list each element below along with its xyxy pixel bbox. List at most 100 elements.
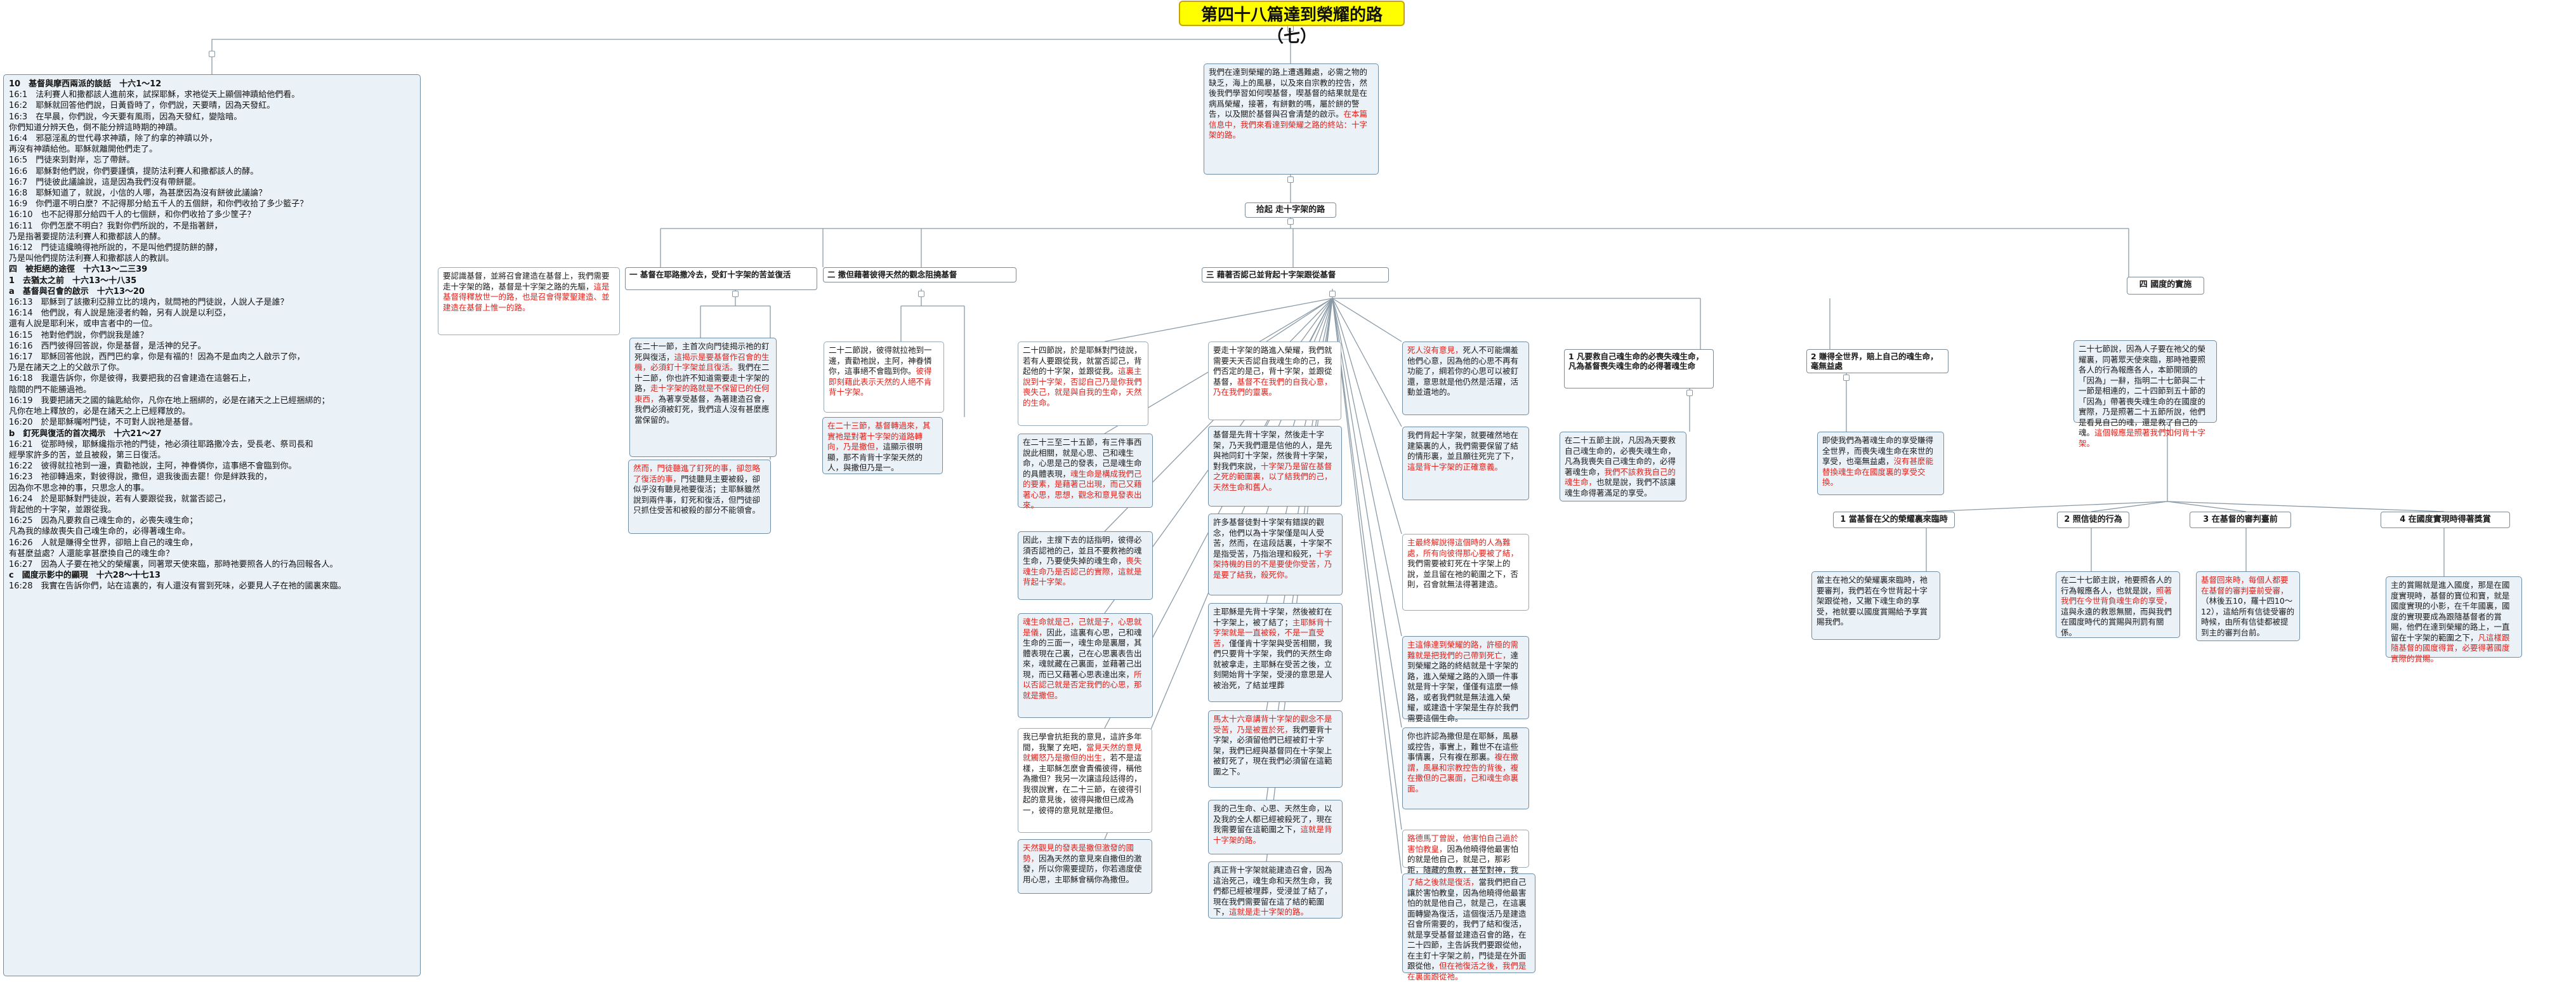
node-verse-27[interactable]: 二十七節說，因為人子要在祂父的榮耀裏，同著眾天使來臨，那時祂要照各人的行為報應各…	[2073, 340, 2217, 448]
node-gain-world-loss[interactable]: 即使我們為著魂生命的享受賺得全世界，而喪失魂生命在來世的享受，也毫無益處，沒有甚…	[1817, 432, 1944, 495]
node-text-segment: 若不是這樣，主耶穌怎麼會責備彼得，稱他為撒但？我另一次讓這段話得的，我很說實，在…	[1023, 753, 1142, 815]
collapse-toggle-f3[interactable]	[2164, 424, 2171, 430]
heading-go-jerusalem[interactable]: 一 基督在耶路撒冷去，受釘十字架的苦並復活	[625, 267, 817, 290]
node-dead-no-opinion[interactable]: 死人沒有意見，死人不可能爛羞他們心意，因為他的心思不再有功能了，綱若你的心思可以…	[1402, 342, 1529, 415]
intro-node[interactable]: 我們在達到榮耀的路上遭遇難處，必需之物的缺乏，海上的風暴，以及來自宗教的控告，然…	[1204, 63, 1379, 175]
node-christ-bore-cross[interactable]: 基督是先背十字架，然後走十字架，乃天我們還是信他的人，是先與祂同釘十字架，然後背…	[1208, 426, 1342, 507]
cross-path-node[interactable]: 拾起 走十字架的路	[1245, 202, 1336, 218]
collapse-toggle-h2[interactable]	[918, 291, 924, 297]
passage-line: 16:7 門徒彼此議論說，這是因為我們沒有帶餅罷。	[9, 177, 201, 187]
collapse-toggle-f1[interactable]	[1686, 390, 1693, 396]
node-text-segment: 為著享受基督，為著建造召會，我們必須被釘死，我們這人沒有甚麼應當保留的。	[634, 394, 770, 425]
passage-line: 再沒有神蹟給他。耶穌就離開他們走了。	[9, 145, 158, 155]
node-text-segment: 喪失魂生命乃是否認己的實際，這就是背起十字架。	[1023, 556, 1142, 587]
heading-save-soul-life[interactable]: 1 凡要救自己魂生命的必喪失魂生命，凡為基督喪失魂生命的必得著魂生命	[1564, 349, 1714, 388]
node-text-segment: 二十二節說，彼得就拉祂到一邊，責勸祂說，主阿，神眷憐你，這事絕不會臨到你。	[829, 345, 932, 376]
collapse-toggle-intro[interactable]	[1287, 176, 1294, 183]
node-reject-opinion[interactable]: 我已學會抗拒我的意見，這許多年間，我聚了充吧，當見天然的意見就觸怒乃是撒但的出生…	[1018, 728, 1152, 833]
node-natural-opinion[interactable]: 天然觀見的發表是撒但激發的國勢，因為天然的意見來自撒但的激發，所以你需要提防，你…	[1018, 839, 1152, 894]
passage-line: 16:9 你們還不明白麼？不記得那分給五千人的五個餅，和你們收拾了多少籃子？	[9, 199, 308, 209]
heading-gain-whole-world[interactable]: 2 賺得全世界，賠上自己的魂生命，毫無益處	[1806, 349, 1948, 373]
passage-line: 16:10 也不記得那分給四千人的七個餅，和你們收拾了多少筐子？	[9, 210, 256, 220]
node-text-segment: 在二十三節，基督轉過來，	[827, 421, 923, 430]
heading-glory-coming[interactable]: 1 當基督在父的榮耀裏來臨時	[1833, 512, 1955, 528]
heading-satan-peter[interactable]: 二 撒但藉著彼得天然的觀念阻撓基督	[823, 267, 1016, 282]
node-text-segment: 我們要背十字架，必須留他們已經被釘十字架，我們已經與基督同在十字架上被釘死了，現…	[1213, 724, 1332, 776]
passage-line: 乃是叫他們提防法利賽人和撒都該人的教訓。	[9, 254, 174, 264]
node-lord-turned[interactable]: 在二十三節，基督轉過來，其實祂是對著十字架的道路轉向，乃是撒但，這顯示很明顯，那…	[822, 417, 943, 474]
node-soul-life-is-self[interactable]: 魂生命就是己，己就是子，心思就是儀，因此，這裏有心思，己和魂生命的三面一，魂生命…	[1018, 613, 1153, 718]
node-text-segment: 了結之後就是復活，	[1407, 877, 1479, 887]
node-reward-by-deed[interactable]: 在二十七節主說，祂要照各人的行為報應各人，也就是說，照著我們在今世背負魂生命的享…	[2056, 571, 2180, 638]
node-true-bearing[interactable]: 真正背十字架就能建造召會，因為這治死己，魂生命和天然生命，我們都已經被埋葬，受浸…	[1208, 861, 1343, 919]
passage-line: c 國度示影中的顯現 十六28～十七13	[9, 571, 161, 581]
node-judgment[interactable]: 基督回來時，每個人都要在基督的審判臺前受審，（林後五10，羅十四10～12），這…	[2196, 571, 2300, 641]
node-wrong-concept[interactable]: 許多基督徒對十字架有錯誤的觀念，他們以為十字架僅是叫人受苦，然而，在這段話裏，十…	[1208, 514, 1343, 595]
node-text-segment: 我的己生命、心思、天然生命，以及我的全人都已經被殺死了，現在我需要留在這範圍之下…	[1213, 804, 1332, 834]
node-text-segment: 基督回來時，	[2201, 575, 2249, 585]
node-text-segment: 我們在二十二節，你也許不知道需要走十字架的路，	[634, 362, 770, 393]
node-text-segment: 主的賞賜就是進入國度，那是在國度實現時，基督的寶位和寶，就是國度實現的小影，在千…	[2391, 580, 2510, 642]
node-text-segment: 死人不可能爛羞他們心意，因為他的心思不再有功能了，綱若你的心思可以被釘還，意思就…	[1407, 345, 1519, 397]
link-cross-branches	[660, 217, 2129, 229]
node-bearing-cross-killed[interactable]: 主耶穌是先背十字架，然後被釘在十字架上，被了結了；主耶穌背十字架就是一直被殺，不…	[1208, 603, 1343, 702]
node-glory-path-end[interactable]: 主這條達到榮耀的路，許極的需難就是把我們的己帶到死亡，達到榮耀之路的終結就是十字…	[1402, 636, 1529, 723]
node-disciples-heard[interactable]: 然而，門徒聽進了釘死的事，卻忽略了復活的事，門徒聽見主要被殺，卻似乎沒有聽見祂要…	[628, 460, 771, 534]
node-text-segment: 魂生命是構成我們己的要素，是藉著己出現，	[1023, 468, 1142, 489]
node-text-segment: 我們需要被釘死在十字架上的說，並且留在祂的範圍之下，否則，召會就無法得著建造。	[1407, 559, 1519, 589]
node-text-segment: 這顯示很明顯，那不肯背十字架天然的人，與撒但乃是一。	[827, 442, 923, 472]
node-crucifixion-revealed[interactable]: 在二十一節，主首次向門徒揭示祂的釘死與復活，這揭示是要基督作召會的生機，必須釘十…	[629, 338, 777, 457]
node-text-segment: 基督不在我們的自我心意，乃在我們的靈裏。	[1213, 376, 1332, 397]
passage-line: 16:6 耶穌對他們說，你們要謹慎，提防法利賽人和撒都該人的酵。	[9, 166, 259, 176]
node-text-segment: 本節開頭的「因為」一辭，指明二十七節與二十一節是相連的，二十四節到五十節的「因為…	[2079, 365, 2206, 437]
branch-cross-pioneer[interactable]: 要認識基督，並將召會建造在基督上，我們需要走十字架的路，基督是十字架之路的先驅，…	[438, 267, 620, 335]
collapse-toggle-cross[interactable]	[1287, 218, 1294, 225]
node-text-segment: 主這條達到榮耀的路，許極的需難就是把我們的己帶到死亡，	[1407, 640, 1519, 660]
collapse-toggle-h3[interactable]	[1329, 291, 1336, 297]
node-peter-rebuke[interactable]: 二十二節說，彼得就拉祂到一邊，責勸祂說，主阿，神眷憐你，這事絕不會臨到你。彼得即…	[824, 342, 944, 413]
heading-kingdom-reward[interactable]: 4 在國度實現時得著獎賞	[2381, 512, 2510, 528]
collapse-toggle-h1[interactable]	[732, 291, 739, 297]
node-text-segment: 所以否認己就是否定我們的心思，那就是撒但。	[1023, 669, 1142, 700]
node-text-segment: 真正背十字架就能建造召會，因為這治死己，魂生命和天然生命，我們都已經被埋葬，受浸…	[1213, 865, 1332, 917]
passage-line: 16:26 人就是賺得全世界，卻賠上自己的魂生命，	[9, 538, 198, 548]
collapse-toggle-passage[interactable]	[209, 51, 215, 57]
node-text-segment: 我們背起十字架，就要確然地在建築裏的人，我們需要保留了結的情形裏，並且願往死完了…	[1407, 430, 1519, 461]
collapse-toggle-f2[interactable]	[1843, 375, 1850, 381]
node-mind-self-soul[interactable]: 在二十三至二十五節，有三件事西說此相關，就是心思、己和魂生命，心思是己的發表，己…	[1018, 434, 1153, 510]
node-text-segment: 沒有甚麼能替換魂生命在國度裏的享受交換。	[1822, 456, 1934, 487]
node-daily-deny[interactable]: 要走十字架的路進入榮耀，我們就需要天天否認自我魂生命的己，我們否定的是己，背十字…	[1208, 342, 1341, 420]
heading-judgment-seat[interactable]: 3 在基督的審判臺前	[2190, 512, 2291, 528]
node-martin-luther[interactable]: 路德馬丁曾說，他害怕自己過於害怕教皇，因為他曉得他最害怕的就是他自己，就是己，那…	[1402, 830, 1529, 906]
node-peter-deny-self[interactable]: 因此，主搜下去的話指明，彼得必須否認祂的己，並且不要救祂的魂生命，乃要使失掉的魂…	[1018, 531, 1153, 600]
node-resurrection-after[interactable]: 了結之後就是復活，當我們把自己讓於害怕教皇，因為他曉得他最害怕的就是他自己，就是…	[1402, 873, 1535, 981]
node-kingdom-reward[interactable]: 主的賞賜就是進入國度，那是在國度實現時，基督的寶位和寶，就是國度實現的小影，在千…	[2386, 576, 2522, 663]
node-mind-killed[interactable]: 我的己生命、心思、天然生命，以及我的全人都已經被殺死了，現在我需要留在這範圍之下…	[1208, 800, 1343, 854]
heading-by-conduct[interactable]: 2 照信徒的行為	[2057, 512, 2129, 528]
node-text-segment: 許多基督徒對十字架有錯誤的觀念，他們以為十字架僅是叫人受苦，然而，在這段話裏，十…	[1213, 517, 1332, 559]
node-text-segment: 我已學會抗拒我的意見，這許多年間，我聚了充吧，	[1023, 732, 1142, 752]
passage-line: 有甚麼益處？人還能拿甚麼換自己的魂生命？	[9, 548, 174, 559]
root-title[interactable]: 第四十八篇達到榮耀的路（七）	[1179, 1, 1405, 46]
node-text-segment: 這與永遠的救恩無關，而與我們在國度時代的賞賜與刑罰有關係。	[2061, 606, 2172, 637]
node-text-segment: 走十字架的路就是不保留已的任何東西，	[634, 383, 770, 404]
node-matthew-16-concept[interactable]: 馬太十六章講背十字架的觀念不是受苦，乃是被置於死，我們要背十字架，必須留他們已經…	[1208, 710, 1343, 788]
node-text-segment: 門徒聽見主要被殺，卻似乎沒有聽見祂要復活；主耶穌雖然說到兩件事，釘死和復活，但門…	[633, 474, 761, 515]
node-text-segment: 這揭示是要基督作召會的生機，必須釘十字架並且復活。	[634, 352, 770, 373]
node-text-segment: 這個報應是照著我們如何背十字架。	[2079, 428, 2206, 448]
passage-line: 16:12 門徒這纔曉得祂所說的，不是叫他們提防餅的酵，	[9, 243, 223, 253]
node-verse-25[interactable]: 在二十五節主說，凡因為天要救自己魂生命的，必喪失魂生命，凡為我喪失自己魂生命的，…	[1560, 432, 1686, 501]
passage-line: 16:11 你們怎麼不明白？我對你們所說的，不是指著餅，	[9, 221, 223, 231]
node-problem-not-storm[interactable]: 你也許認為撒但是在耶穌，風暴或控告，事實上，難世不在這些事情裏，只有複在那裏。複…	[1402, 727, 1529, 809]
passage-line: 16:21 從那時候，耶穌纔指示祂的門徒，祂必須往耶路撒冷去，受長老、祭司長和	[9, 439, 313, 449]
node-text-segment: 主耶穌背十字架就是一直被殺，不是一直受苦，	[1213, 617, 1332, 648]
node-matthew-16-24[interactable]: 二十四節說，於是耶穌對門徒說，若有人要跟從我，就當否認己，背起他的十字架，並跟從…	[1018, 342, 1148, 426]
heading-kingdom-reality[interactable]: 四 國度的實施	[2127, 277, 2204, 295]
passage-line: 16:2 耶穌就回答他們說，日黃昏時了，你們說，天要晴，因為天發紅。	[9, 101, 275, 111]
heading-deny-self[interactable]: 三 藉著否認己並背起十字架跟從基督	[1202, 267, 1389, 282]
passage-line: 16:24 於是耶穌對門徒說，若有人要跟從我，就當否認己，	[9, 494, 231, 504]
node-lord-judge[interactable]: 當主在祂父的榮耀裏來臨時，祂要審判，我們若在今世背起十字架跟從祂，又撇下魂生命的…	[1811, 571, 1940, 640]
node-bear-cross-terminated[interactable]: 我們背起十字架，就要確然地在建築裏的人，我們需要保留了結的情形裏，並且願往死完了…	[1402, 427, 1529, 500]
node-lord-solves[interactable]: 主最終解說得這個時的人為難處，所有向彼得那心要被了結，我們需要被釘死在十字架上的…	[1402, 534, 1529, 611]
